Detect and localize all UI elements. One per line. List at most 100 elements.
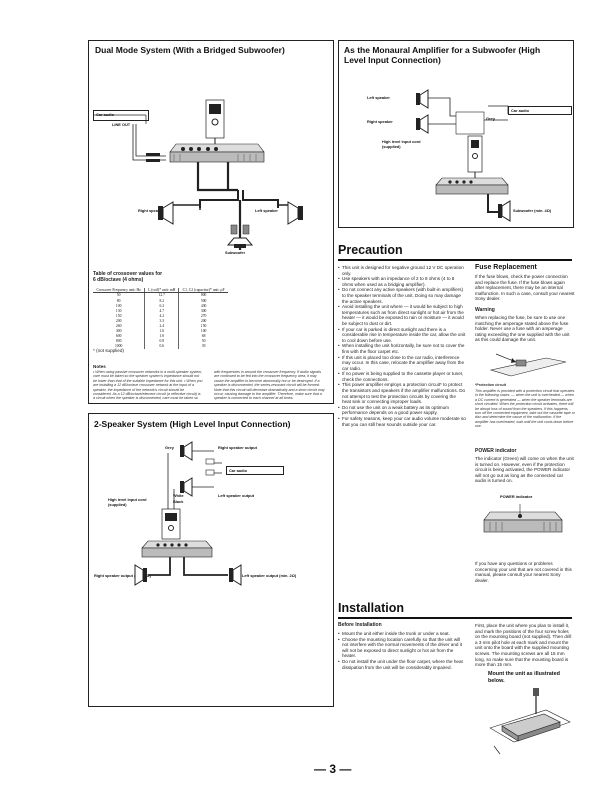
fuse-text: If the fuse blows, check the power conne… — [475, 274, 575, 302]
table-cell: 400 — [93, 329, 146, 335]
list-item: Do not connect any active speakers (with… — [338, 287, 466, 304]
fuse-title: Fuse Replacement — [475, 264, 537, 271]
two-speaker-wiring-diagram — [134, 441, 242, 586]
right-min-label: Right speaker output (min. 2Ω) — [94, 573, 151, 578]
notes-right: with frequencies in around the crossover… — [214, 370, 325, 400]
two-speaker-title: 2-Speaker System (High Level Input Conne… — [94, 419, 291, 429]
list-item: When installing the unit horizontally, b… — [338, 343, 466, 354]
protection-title: *Protection circuit — [475, 383, 506, 387]
table-cell: 4.2 — [144, 313, 180, 319]
table-cell: 260 — [93, 323, 146, 330]
installation-title: Installation — [338, 601, 404, 615]
table-cell: 800 — [200, 293, 207, 298]
notes-left: • When using passive crossover networks … — [93, 370, 203, 400]
monaural-title: As the Monaural Amplifier for a Subwoofe… — [344, 45, 541, 65]
installation-list: Mount the unit either inside the trunk o… — [338, 631, 466, 670]
installation-right-text: First, place the unit where you plan to … — [475, 623, 572, 668]
table-cell: 200 — [200, 318, 207, 323]
list-item: For safety reasons, keep your car audio … — [338, 416, 466, 427]
table-cell: 100 — [93, 303, 146, 309]
grey-wire-label: Grey — [486, 116, 495, 121]
list-item: Mount the unit either inside the trunk o… — [338, 631, 466, 637]
list-item: Do not use the unit on a weak battery as… — [338, 405, 466, 416]
car-audio-label: Car audio — [93, 110, 149, 121]
subwoofer-label: Subwoofer — [225, 250, 246, 255]
power-indicator-illustration — [483, 504, 563, 533]
table-cell: 3.3 — [144, 318, 180, 324]
table-cell: 6.2 — [144, 303, 180, 309]
table-cell: 12.7 — [144, 292, 180, 299]
left-min-label: Left speaker output (min. 2Ω) — [242, 573, 297, 578]
subwoofer-label: Subwoofer (min. 4Ω) — [513, 208, 552, 213]
precaution-title: Precaution — [338, 243, 403, 257]
table-title-line1: Table of crossover values for — [93, 271, 163, 277]
table-cell: 50 — [93, 292, 146, 299]
monaural-wiring-diagram — [416, 89, 511, 222]
protection-text: This amplifier is provided with a protec… — [475, 389, 575, 429]
table-cell: 300 — [200, 308, 207, 313]
table-cell: 270 — [200, 313, 207, 318]
table-title-line2: 6 dB/octave (4 ohms) — [93, 276, 144, 283]
list-item: This unit is designed for negative groun… — [338, 265, 466, 276]
precaution-list: This unit is designed for negative groun… — [338, 265, 466, 427]
table-cell: 2.4 — [144, 323, 180, 330]
page-number: — 3 — — [314, 762, 352, 776]
table-cell: 0.6 — [144, 344, 180, 350]
dual-mode-title: Dual Mode System (With a Bridged Subwoof… — [95, 45, 285, 55]
table-cell: 50 — [201, 339, 206, 344]
table-cell: 1.6 — [144, 329, 180, 335]
table-title: Table of crossover values for 6 dB/octav… — [93, 271, 163, 283]
table-cell: 150 — [200, 323, 207, 328]
black-wire-label: Black — [173, 499, 184, 504]
list-item: If your car is parked in direct sunlight… — [338, 327, 466, 344]
list-item: Use speakers with an impedance of 2 to 8… — [338, 276, 466, 287]
installation-rule — [338, 617, 572, 619]
list-item: Do not install the unit under the floor … — [338, 659, 466, 670]
crossover-table-wrap: Crossover Frequency unit: Hz L (coil)* u… — [93, 288, 228, 350]
table-cell: 130 — [93, 308, 146, 314]
power-text: The indicator (Green) will come on when … — [475, 456, 574, 484]
mount-illustration — [489, 688, 571, 755]
right-speaker-label: Right speaker — [367, 119, 393, 124]
notes-title: Notes — [93, 364, 106, 369]
list-item: If this unit is placed too close to the … — [338, 355, 466, 372]
table-cell: 0.8 — [144, 339, 180, 345]
left-output-label: Left speaker output — [218, 493, 255, 498]
questions-text: If you have any questions or problems co… — [475, 561, 572, 583]
table-cell: 8.2 — [144, 298, 180, 304]
table-cell: 430 — [200, 303, 207, 308]
table-cell: 4.7 — [144, 308, 180, 314]
table-cell: 100 — [200, 329, 207, 334]
fuse-illustration — [489, 353, 567, 377]
before-installation-title: Before Installation — [338, 622, 382, 628]
right-output-label: Right speaker output — [218, 445, 257, 450]
table-cell: 1000 — [93, 344, 146, 350]
table-cell: 600 — [93, 334, 146, 340]
table-header: C1, C2 (capacitor)* unit: µF — [178, 288, 228, 294]
table-header: L (coil)* unit: mH — [144, 288, 180, 294]
table-cell: 150 — [93, 313, 146, 319]
table-footnote: * (not supplied) — [93, 348, 124, 353]
left-speaker-label: Left speaker — [367, 95, 390, 100]
input-cord-label: High level input cord (supplied) — [382, 139, 421, 149]
table-cell: 68 — [201, 334, 206, 339]
list-item: Choose the mounting location carefully s… — [338, 637, 466, 659]
table-cell: 800 — [93, 339, 146, 345]
warning-text: When replacing the fuse, be sure to use … — [475, 315, 570, 343]
power-indicator-label: POWER indicator — [500, 494, 533, 499]
table-header-row: Crossover Frequency unit: Hz L (coil)* u… — [93, 288, 228, 294]
list-item: Avoid installing the unit where — it wou… — [338, 304, 466, 326]
white-wire-label: White — [173, 493, 184, 498]
list-item: This power amplifier employs a protectio… — [338, 382, 466, 404]
dual-mode-wiring-diagram — [93, 99, 303, 250]
warning-title: Warning — [475, 307, 495, 313]
